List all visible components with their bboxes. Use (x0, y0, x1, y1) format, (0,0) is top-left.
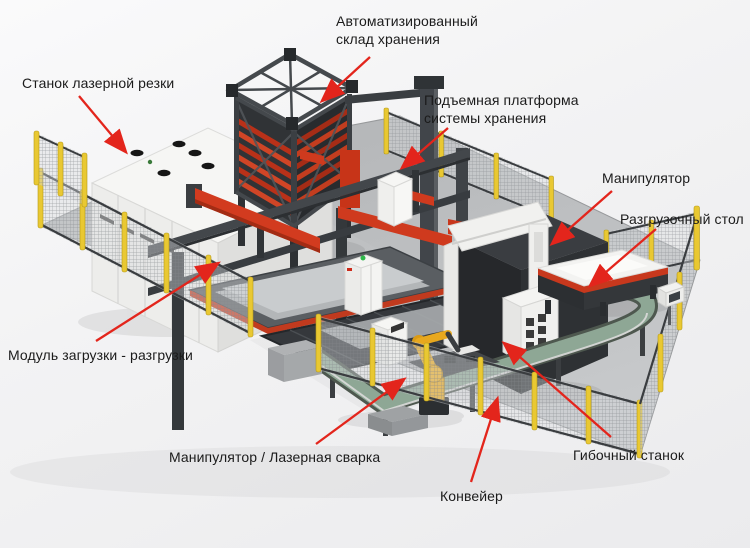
arrow-unloading-table (587, 228, 657, 289)
label-manipulator: Манипулятор (602, 170, 691, 186)
label-welding-manipulator: Манипулятор / Лазерная сварка (169, 449, 381, 465)
conveyor-3d (310, 303, 658, 436)
label-laser-cutting-machine: Станок лазерной резки (22, 75, 175, 91)
arrow-automated-storage (319, 56, 371, 104)
safety-fence-gate (33, 130, 88, 208)
arrow-conveyor (469, 395, 501, 483)
automated-storage-cage (225, 48, 358, 276)
label-loading-module: Модуль загрузки - разгрузки (8, 347, 193, 363)
hmi-panel (656, 281, 686, 325)
safety-fence-southwest-2 (315, 313, 643, 459)
annotation-arrows (78, 56, 657, 483)
label-automated-storage: Автоматизированный склад хранения (336, 13, 478, 48)
arrow-laser-cutting-machine (78, 95, 128, 155)
arrow-welding-manipulator (315, 377, 407, 445)
label-bending-machine: Гибочный станок (573, 447, 685, 463)
arrow-bending-machine (501, 340, 612, 438)
safety-fence-southeast (638, 205, 700, 456)
parts-stack (368, 406, 428, 436)
label-unloading-table: Разгрузочный стол (620, 211, 744, 227)
back-cabinet (376, 171, 414, 227)
label-conveyor: Конвейер (440, 488, 503, 504)
control-cabinet (343, 254, 384, 316)
arrow-manipulator (549, 190, 613, 247)
arrow-loading-module (95, 261, 221, 342)
arrow-lifting-platform (399, 127, 449, 171)
label-lifting-platform: Подъемная платформа системы хранения (424, 92, 579, 127)
ramp-block (268, 340, 322, 382)
